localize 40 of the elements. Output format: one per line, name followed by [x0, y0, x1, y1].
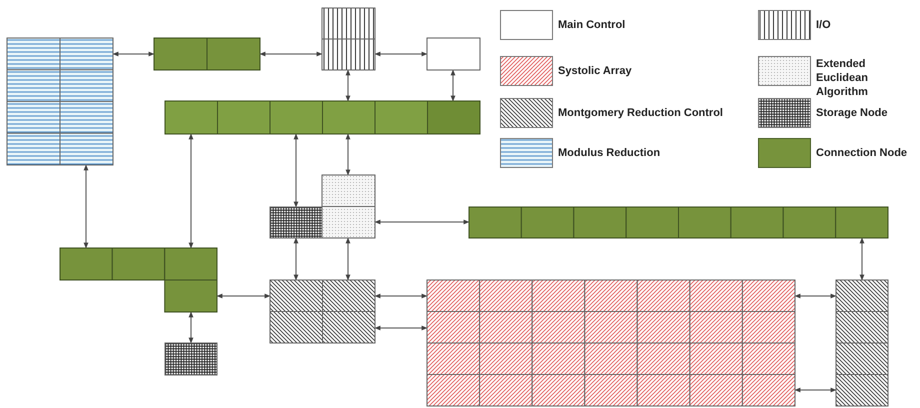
double-arrow [346, 237, 350, 281]
legend-label: I/O [816, 18, 832, 33]
double-arrow [112, 52, 155, 56]
double-arrow [188, 311, 194, 344]
legend-label: Main Control [558, 18, 626, 33]
legend-label: Connection Node [816, 146, 908, 161]
legend-label: Montgomery Reduction Control [558, 106, 724, 121]
double-arrow [374, 294, 428, 298]
striped-block [7, 38, 113, 165]
double-arrow [374, 220, 470, 224]
hatched-array-block [427, 280, 795, 406]
crosshatched-block [270, 207, 322, 238]
legend-label: Modulus Reduction [558, 146, 662, 161]
cell-row-block [469, 207, 888, 238]
legend-label: Storage Node [816, 106, 889, 121]
plain-block [427, 38, 480, 70]
double-arrow [374, 326, 428, 330]
double-arrow [794, 294, 837, 298]
double-arrow [216, 294, 271, 298]
double-arrow [374, 52, 428, 56]
double-arrow [294, 237, 298, 281]
cell-row-block [154, 38, 260, 70]
cell-row-block [165, 101, 480, 134]
striped-block [322, 8, 375, 70]
double-arrow [450, 69, 456, 102]
hatched-block [836, 280, 888, 406]
double-arrow [794, 388, 837, 392]
cell-row-block [60, 248, 217, 312]
double-arrow [84, 164, 88, 249]
double-arrow [860, 237, 864, 281]
double-arrow [346, 69, 350, 102]
crosshatched-block [165, 343, 217, 375]
dotted-block [322, 175, 375, 238]
hatched-block [270, 280, 375, 343]
double-arrow [188, 133, 194, 249]
double-arrow [346, 133, 350, 176]
legend-label: Extended Euclidean Algorithm [816, 57, 869, 99]
double-arrow [259, 52, 323, 56]
double-arrow [294, 133, 298, 208]
legend-label: Systolic Array [558, 64, 633, 79]
